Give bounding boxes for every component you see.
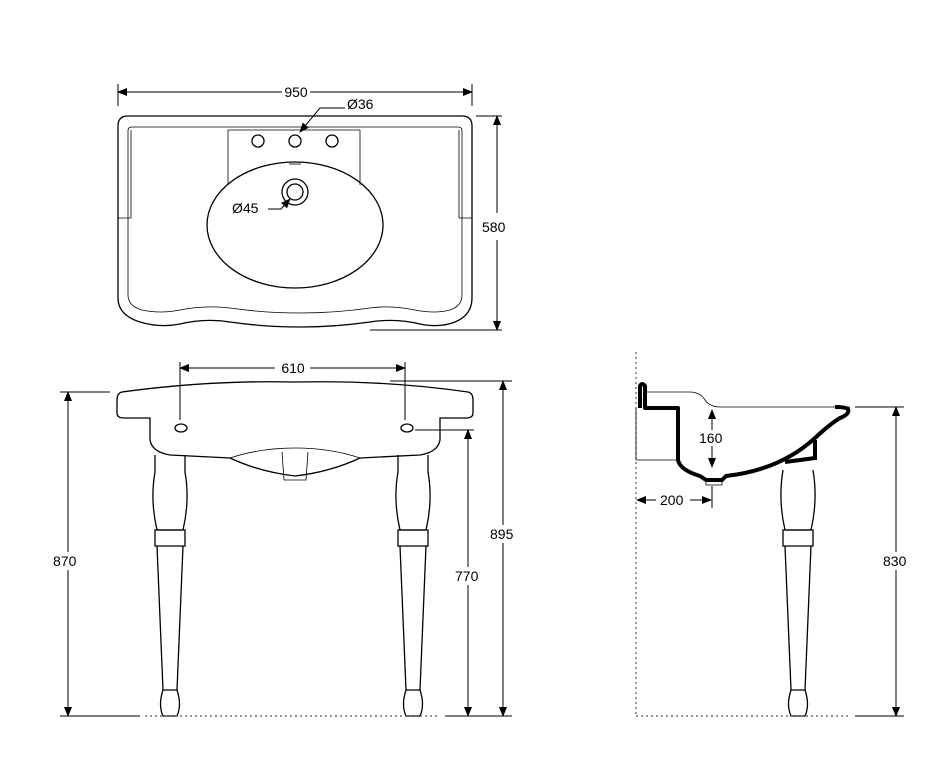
waste-offset-dimension: 200 [660, 492, 684, 508]
basin-inner-rim [127, 126, 463, 314]
tap-hole-center [288, 134, 302, 148]
tap-deck [227, 129, 361, 185]
basin-section [638, 382, 851, 482]
leg-side [780, 469, 816, 717]
overall-height-dimension: 895 [490, 526, 514, 542]
top-view: 950 Ø36 Ø45 580 [117, 84, 506, 331]
rim-height-dimension: 870 [53, 553, 77, 569]
depth-dimension: 580 [482, 219, 506, 235]
bowl [206, 161, 384, 289]
side-height-dimension: 830 [883, 553, 907, 569]
bowl-depth-dimension: 160 [699, 430, 723, 446]
tap-hole-left [251, 134, 265, 148]
tap-hole-dimension: Ø36 [347, 96, 374, 112]
width-dimension: 950 [284, 84, 308, 100]
basin-outline-top [117, 115, 473, 328]
side-view: 160 200 830 [635, 352, 916, 717]
leg-right [395, 455, 431, 717]
front-view: 610 870 895 770 [50, 360, 524, 717]
leg-spacing-dimension: 610 [281, 360, 305, 376]
basin-front [116, 381, 474, 477]
waste-hole-dimension: Ø45 [232, 200, 259, 216]
tap-hole-right [325, 134, 339, 148]
waste-outlet [281, 178, 309, 206]
leg-left [152, 455, 188, 717]
underside-height-dimension: 770 [455, 568, 479, 584]
